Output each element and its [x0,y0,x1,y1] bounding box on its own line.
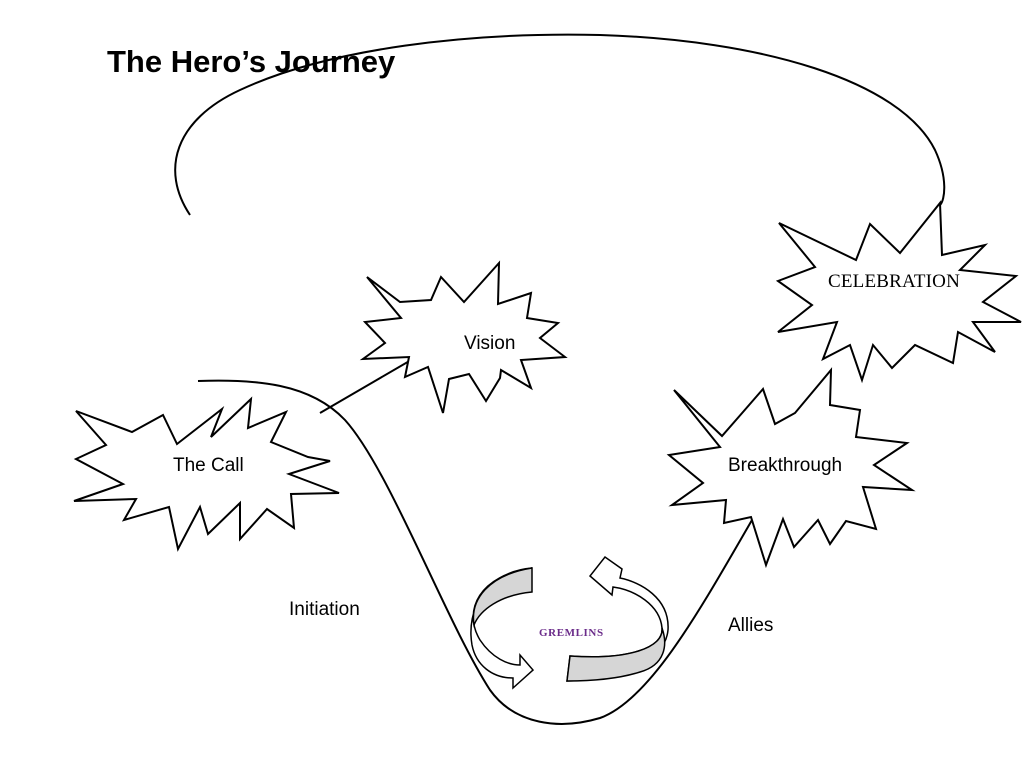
celebration-label: CELEBRATION [828,271,960,292]
vision-burst [359,260,568,414]
journey-path [197,379,753,725]
gremlins-label: GREMLINS [539,627,604,639]
cycle-arrow-upper-band [472,567,533,628]
breakthrough-label: Breakthrough [728,455,842,476]
burst-shape [359,260,568,414]
burst-shape [775,200,1022,384]
initiation-label: Initiation [289,599,360,620]
page-title: The Hero’s Journey [107,44,396,79]
return-arc [174,33,946,216]
celebration-burst [775,200,1022,384]
allies-label: Allies [728,615,773,636]
burst-shape [73,396,340,552]
the-call-burst [73,396,340,552]
the-call-label: The Call [173,455,244,476]
vision-connector [319,355,419,414]
gremlins-cycle-arrows [470,555,669,690]
breakthrough-burst [666,367,916,569]
cycle-arrow-lower-band [566,627,666,682]
burst-shape [666,367,916,569]
vision-label: Vision [464,333,515,354]
